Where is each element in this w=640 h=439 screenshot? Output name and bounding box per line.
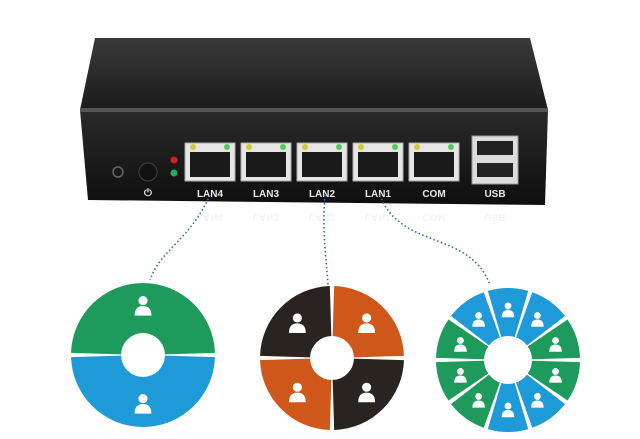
power-button (138, 162, 158, 182)
port-label-reflection: LAN3 (253, 211, 280, 222)
port-label-reflection: LAN2 (309, 211, 336, 222)
user-group-lan1 (436, 288, 580, 432)
port-label: USB (484, 189, 505, 200)
port-label-reflection: LAN1 (365, 211, 392, 222)
user-group-lan4 (71, 282, 215, 428)
person-icon (454, 367, 467, 383)
ring-segment (451, 292, 500, 346)
port-lan4 (184, 142, 236, 182)
person-icon (288, 382, 306, 403)
port-label: LAN3 (253, 189, 280, 200)
port-label-reflection: USB (484, 211, 505, 222)
arrow-lan4 (149, 194, 211, 281)
person-icon (288, 313, 306, 333)
port-lan3 (240, 142, 292, 182)
port-label: LAN2 (309, 189, 336, 200)
ring-segment (516, 292, 565, 346)
ring-segment (71, 355, 215, 428)
port-label: LAN1 (365, 189, 392, 200)
person-icon (501, 302, 515, 318)
port-lan2 (296, 142, 348, 182)
person-icon (472, 312, 485, 327)
led-red (170, 156, 178, 164)
person-icon (549, 367, 562, 383)
port-label: LAN4 (197, 189, 224, 200)
connection-arrows (149, 194, 491, 286)
led-green (170, 169, 178, 177)
person-icon (134, 296, 152, 316)
port-label: COM (422, 189, 445, 200)
watermark: Avito (565, 396, 622, 426)
ring-segment (71, 282, 215, 355)
power-icon: ⏻ (144, 187, 152, 199)
person-icon (549, 337, 562, 352)
case-top (80, 38, 548, 110)
person-icon (454, 337, 467, 352)
port-label-reflection: COM (422, 211, 445, 222)
port-lan1 (352, 142, 404, 182)
person-icon (501, 402, 515, 418)
person-icon (358, 313, 376, 333)
person-icon (472, 392, 485, 408)
person-icon (134, 394, 152, 414)
port-label-reflection: LAN4 (197, 211, 224, 222)
person-icon (531, 312, 544, 327)
mini-pc-router: ⏻ LAN4LAN4LAN3LAN3LAN2LAN2LAN1LAN1COMCOM… (80, 38, 548, 222)
port-com (408, 142, 460, 182)
arrow-lan2 (323, 194, 329, 286)
person-icon (531, 392, 544, 408)
usb-port (471, 135, 519, 185)
user-group-lan2 (260, 286, 404, 430)
arrow-lan1 (379, 194, 491, 286)
person-icon (358, 382, 376, 403)
reset-hole (112, 166, 124, 178)
